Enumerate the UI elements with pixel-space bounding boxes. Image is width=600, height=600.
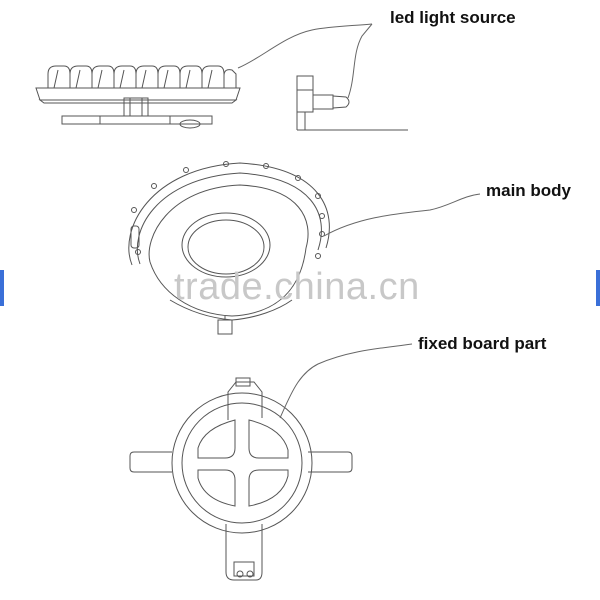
right-edge-accent (596, 270, 600, 306)
fixed-board-drawing (129, 377, 353, 581)
leader-led-board (237, 23, 373, 69)
led-board-drawing (35, 65, 241, 129)
leader-main-body (323, 193, 481, 237)
label-fixed-board-part: fixed board part (418, 334, 547, 353)
label-led-light-source: led light source (390, 8, 516, 27)
led-bumps (47, 65, 237, 89)
left-edge-accent (0, 270, 4, 306)
flange-holes (131, 161, 325, 259)
leader-led-detail (347, 23, 373, 99)
main-body-drawing (128, 161, 330, 335)
watermark-text: trade.china.cn (174, 266, 420, 308)
leader-fixed-board (279, 343, 413, 419)
label-main-body: main body (486, 181, 572, 200)
led-side-detail (296, 75, 408, 131)
leader-lines (237, 23, 481, 419)
